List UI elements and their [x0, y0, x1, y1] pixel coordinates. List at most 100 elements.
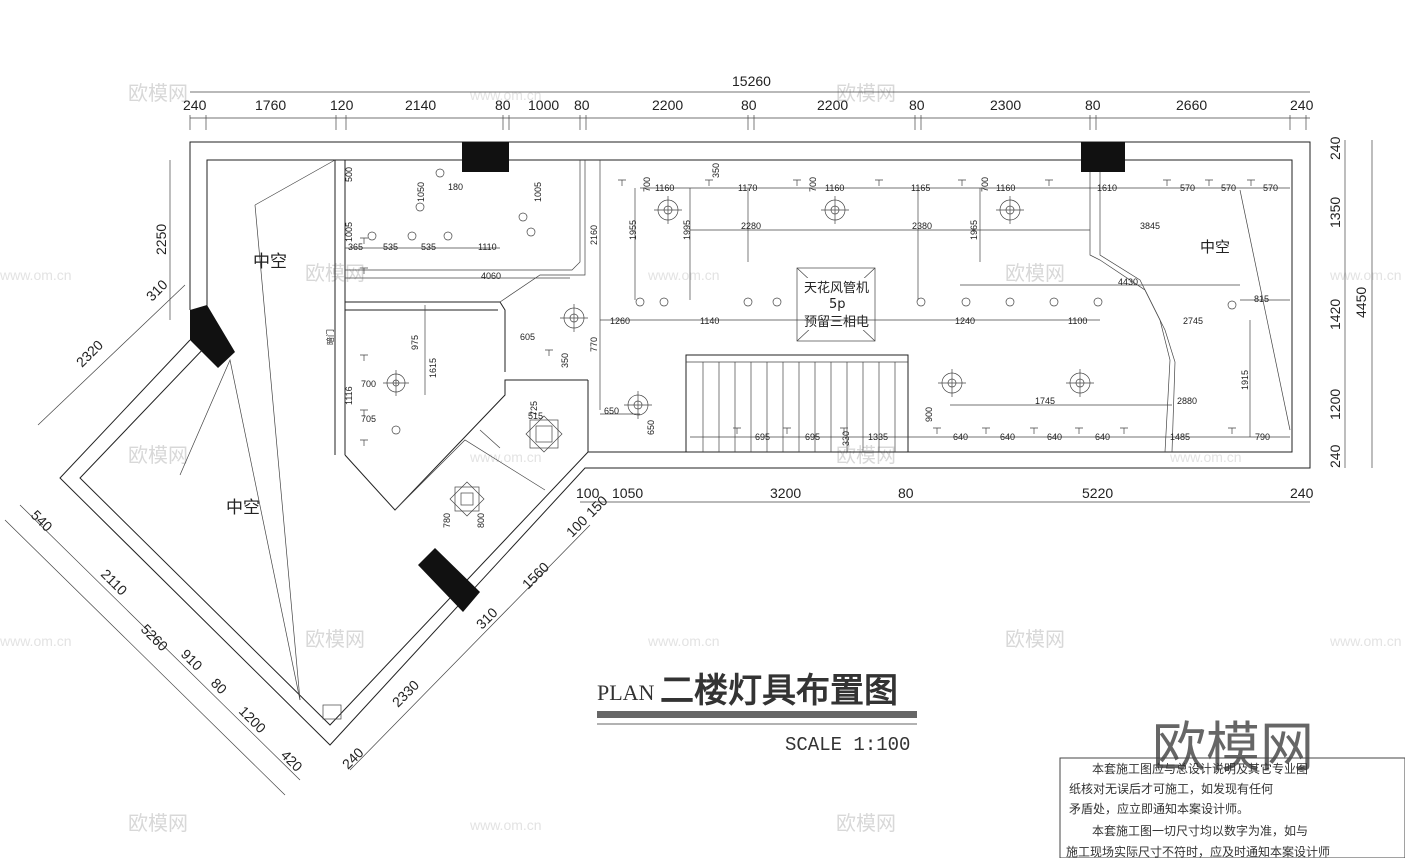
ac-label: 5p	[829, 297, 846, 312]
watermark-site: www.om.cn	[1329, 267, 1402, 283]
dim-label: 1160	[655, 183, 674, 193]
watermark-site: www.om.cn	[0, 267, 72, 283]
brand-logo: 欧模网	[1152, 716, 1314, 779]
dim-label: 1005	[533, 182, 543, 202]
dim-label: 705	[361, 414, 376, 424]
left-dimension-chain: 2250 310 2320	[37, 160, 186, 426]
watermark-site: www.om.cn	[469, 817, 542, 833]
dim-label: 570	[1180, 183, 1195, 193]
note-line: 矛盾处，应立即通知本案设计师。	[1069, 801, 1249, 816]
dim-label: 1760	[255, 97, 286, 113]
dim-label: 695	[755, 432, 770, 442]
dim-label: 1165	[911, 183, 930, 193]
watermark-site: www.om.cn	[1169, 449, 1242, 465]
watermark: 欧模网	[128, 443, 188, 467]
dim-label: 570	[1221, 183, 1236, 193]
watermark-site: www.om.cn	[469, 87, 542, 103]
dim-label: 330	[841, 431, 851, 446]
dim-label: 2110	[98, 566, 131, 599]
dim-label: 1240	[955, 316, 975, 326]
note-line: 施工现场实际尺寸不符时，应及时通知本案设计师	[1066, 844, 1330, 858]
dim-label: 120	[330, 97, 354, 113]
dim-label: 2330	[389, 677, 422, 710]
dim-label: 1995	[682, 220, 692, 240]
column	[190, 305, 235, 368]
drawing-scale: SCALE 1:100	[785, 734, 910, 756]
dim-label: 1160	[996, 183, 1015, 193]
title-prefix: PLAN	[597, 680, 655, 705]
column	[418, 548, 480, 612]
dim-label: 2250	[153, 224, 169, 255]
dim-label: 800	[476, 513, 486, 528]
dim-label: 2880	[1177, 396, 1197, 406]
note-line: 本套施工图应与总设计说明及其它专业图	[1092, 761, 1308, 776]
right-dimension-chain: 240 1350 1420 1200 240 4450	[1327, 136, 1373, 468]
spotlight-layer	[360, 179, 1255, 446]
dim-label: 240	[1290, 485, 1314, 501]
dim-label: 1140	[700, 316, 719, 326]
dim-label: 1100	[1068, 316, 1087, 326]
door-label: 暗门	[325, 329, 335, 345]
diagonal-dimension-chain: 540 2110 5260 910 80 1200 420	[4, 504, 306, 796]
dim-label: 1745	[1035, 396, 1055, 406]
dim-label: 3845	[1140, 221, 1160, 231]
dim-label: 1170	[738, 183, 757, 193]
column	[462, 142, 509, 172]
watermark: 欧模网	[836, 81, 896, 105]
dim-label: 700	[642, 177, 652, 192]
dim-label: 1050	[612, 485, 643, 501]
watermark: 欧模网	[305, 627, 365, 651]
dim-label: 1420	[1327, 299, 1343, 330]
watermark-site: www.om.cn	[469, 449, 542, 465]
dim-label: 2200	[817, 97, 848, 113]
dim-label: 80	[208, 675, 230, 697]
ac-label: 预留三相电	[804, 315, 869, 330]
note-line: 纸核对无误后才可施工，如发现有任何	[1069, 781, 1273, 796]
dim-label: 1000	[528, 97, 559, 113]
room-label: 中空	[253, 252, 287, 272]
dim-label: 1335	[868, 432, 888, 442]
note-line: 本套施工图一切尺寸均以数字为准，如与	[1092, 823, 1308, 838]
title-block: PLAN 二楼灯具布置图 SCALE 1:100	[597, 671, 917, 756]
dim-label: 2160	[589, 225, 599, 245]
dim-label: 2380	[912, 221, 932, 231]
dim-label: 1915	[1240, 370, 1250, 390]
dim-label: 1610	[1097, 183, 1117, 193]
watermark-site: www.om.cn	[1329, 633, 1402, 649]
dim-label: 240	[1327, 136, 1343, 160]
dim-label: 815	[1254, 294, 1269, 304]
watermark-site: www.om.cn	[0, 633, 72, 649]
dim-label: 80	[1085, 97, 1101, 113]
dim-label: 725	[529, 401, 539, 416]
dim-label: 500	[344, 167, 354, 182]
outer-walls	[59, 141, 1311, 746]
dim-label: 310	[143, 276, 171, 304]
dim-label: 640	[953, 432, 968, 442]
dim-label: 770	[589, 337, 599, 352]
dim-label: 515	[528, 411, 543, 421]
room-label: 中空	[1200, 238, 1230, 256]
top-dimension-chain: 15260 240 1760 120 2140 80 1000 80 2200 …	[183, 73, 1314, 130]
dim-label: 640	[1047, 432, 1062, 442]
dim-label: 1116	[344, 386, 354, 405]
dim-label: 535	[421, 242, 436, 252]
dim-label: 1200	[236, 703, 269, 736]
bottom-dimension-chain: 100 1050 3200 80 5220 240	[576, 485, 1314, 503]
dim-label: 1160	[825, 183, 844, 193]
dim-label: 2140	[405, 97, 436, 113]
dim-label: 1965	[969, 220, 979, 240]
diagonal-dimension-chain-right: 100 150 1560 310 2330 240	[339, 492, 611, 772]
dim-label: 1560	[519, 559, 552, 592]
watermark: 欧模网	[1005, 627, 1065, 651]
dim-label: 420	[278, 747, 306, 775]
dim-overall-height: 4450	[1353, 287, 1369, 318]
dim-label: 80	[898, 485, 914, 501]
dim-label: 80	[741, 97, 757, 113]
dim-label: 2745	[1183, 316, 1203, 326]
room-label: 中空	[226, 498, 260, 518]
watermark-site: www.om.cn	[647, 267, 720, 283]
dim-label: 570	[1263, 183, 1278, 193]
dim-overall-width: 15260	[732, 73, 771, 89]
dim-label: 240	[183, 97, 207, 113]
